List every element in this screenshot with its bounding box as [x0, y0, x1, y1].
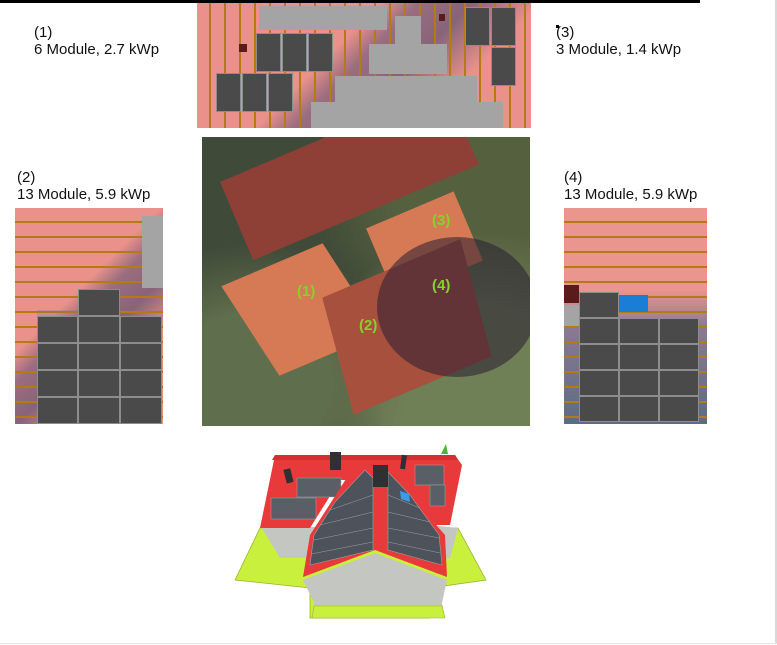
pv-module[interactable]: [579, 370, 619, 396]
roof-plan-2: [15, 208, 163, 424]
chimney: [564, 285, 579, 303]
pv-module[interactable]: [282, 33, 307, 72]
roof-plan-4: [564, 208, 707, 424]
section-summary: 13 Module, 5.9 kWp: [17, 186, 151, 203]
section-number: (3): [556, 24, 575, 41]
aerial-tag-4: (4): [432, 277, 451, 294]
3d-house-render: [230, 440, 500, 640]
section-number: (2): [17, 169, 36, 186]
pv-module[interactable]: [120, 397, 162, 424]
section-summary: 13 Module, 5.9 kWp: [564, 186, 698, 203]
pv-module[interactable]: [619, 370, 659, 396]
aerial-photo: (1) (2) (3) (4): [202, 137, 530, 426]
aerial-tag-2: (2): [359, 317, 378, 334]
section-number: (4): [564, 169, 583, 186]
obstacle: [395, 16, 421, 46]
pv-module[interactable]: [659, 370, 699, 396]
chimney: [439, 14, 445, 21]
pv-module[interactable]: [659, 318, 699, 344]
pv-module[interactable]: [256, 33, 281, 72]
section-summary: 3 Module, 1.4 kWp: [556, 41, 682, 58]
aerial-tag-3: (3): [432, 212, 451, 229]
marker-dot: [556, 25, 559, 28]
pv-module[interactable]: [78, 289, 120, 316]
pv-module[interactable]: [619, 396, 659, 422]
section-label-4: (4) 13 Module, 5.9 kWp: [564, 169, 697, 203]
section-summary: 6 Module, 2.7 kWp: [34, 41, 160, 58]
skylight: [619, 295, 648, 312]
pv-module[interactable]: [491, 47, 516, 86]
pv-module[interactable]: [120, 316, 162, 343]
pv-module[interactable]: [78, 343, 120, 370]
obstacle: [369, 44, 447, 74]
section-label-1: (1) 6 Module, 2.7 kWp: [34, 24, 159, 58]
pv-module[interactable]: [120, 343, 162, 370]
chimney: [239, 44, 247, 52]
pv-module[interactable]: [579, 292, 619, 318]
pv-module[interactable]: [579, 396, 619, 422]
pv-module[interactable]: [579, 344, 619, 370]
obstacle: [311, 102, 503, 128]
obstacle: [335, 76, 477, 104]
pv-module[interactable]: [659, 396, 699, 422]
pv-module[interactable]: [78, 370, 120, 397]
pv-module[interactable]: [78, 397, 120, 424]
pv-module[interactable]: [37, 370, 78, 397]
obstacle: [142, 216, 163, 288]
pv-module[interactable]: [37, 316, 78, 343]
top-border: [0, 0, 700, 3]
pv-module[interactable]: [619, 344, 659, 370]
section-number: (1): [34, 24, 53, 41]
pv-module[interactable]: [37, 397, 78, 424]
pv-module[interactable]: [120, 370, 162, 397]
pv-module[interactable]: [308, 33, 333, 72]
section-label-3: (3) 3 Module, 1.4 kWp: [556, 24, 681, 58]
aerial-tag-1: (1): [297, 283, 316, 300]
pv-module[interactable]: [78, 316, 120, 343]
roof-plan-1-3: [197, 3, 531, 128]
obstacle: [259, 6, 387, 30]
pv-module[interactable]: [465, 7, 490, 46]
right-border: [775, 0, 777, 644]
pv-module[interactable]: [579, 318, 619, 344]
pv-module[interactable]: [242, 73, 267, 112]
obstacle: [564, 305, 579, 326]
pv-module[interactable]: [216, 73, 241, 112]
pv-module[interactable]: [491, 7, 516, 46]
pv-module[interactable]: [268, 73, 293, 112]
pv-module[interactable]: [37, 343, 78, 370]
pv-module[interactable]: [659, 344, 699, 370]
pv-module[interactable]: [619, 318, 659, 344]
tree-shadow: [377, 237, 530, 377]
section-label-2: (2) 13 Module, 5.9 kWp: [17, 169, 150, 203]
